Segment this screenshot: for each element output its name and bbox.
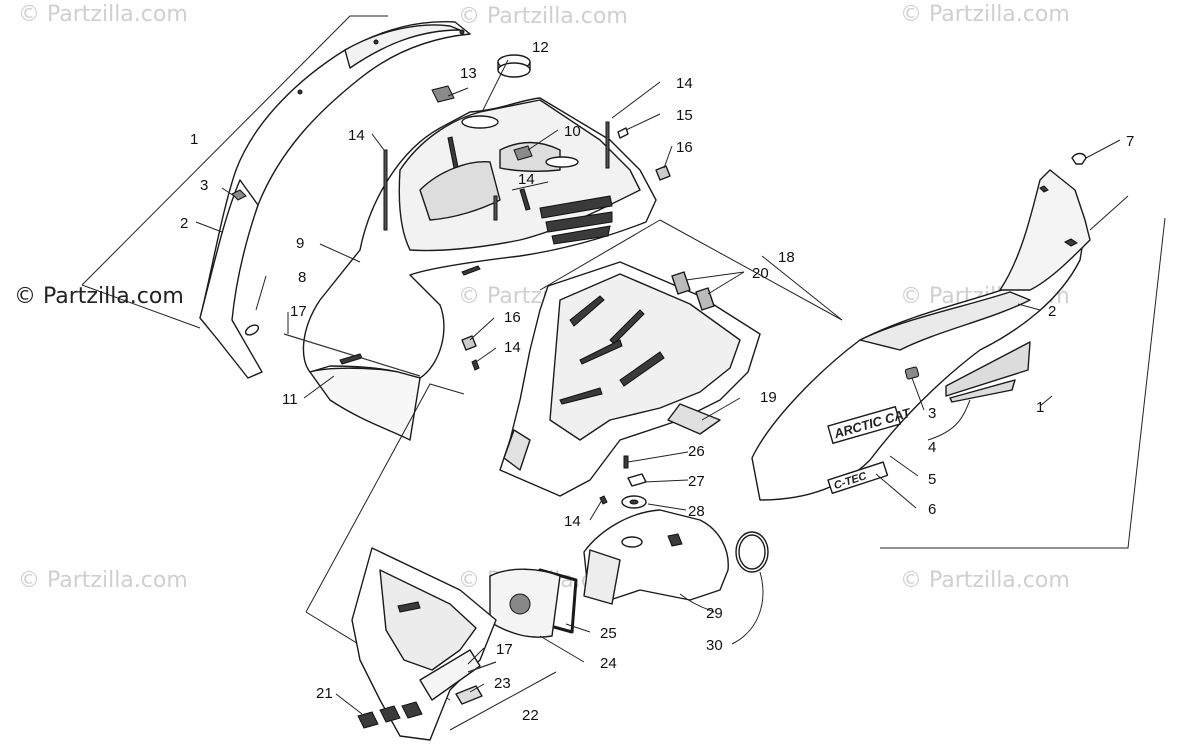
front-hood	[302, 97, 657, 441]
watermark-top-left: © Partzilla.com	[18, 2, 188, 27]
callout-3-left: 3	[200, 177, 208, 194]
callout-2-left: 2	[180, 215, 188, 232]
callout-18: 18	[778, 249, 795, 266]
callout-12: 12	[532, 39, 549, 56]
callout-7: 7	[1126, 133, 1134, 150]
callout-23: 23	[494, 675, 511, 692]
callout-15: 15	[676, 107, 693, 124]
callout-4: 4	[928, 439, 936, 456]
callout-5: 5	[928, 471, 936, 488]
belly-pan	[499, 219, 843, 497]
callout-2-right: 2	[1048, 303, 1056, 320]
callout-11: 11	[282, 391, 298, 408]
callout-17-b: 17	[496, 641, 513, 658]
pad-10	[513, 145, 533, 161]
callout-14-c: 14	[676, 75, 693, 92]
intake-assembly	[489, 455, 769, 638]
callout-3-right: 3	[928, 405, 936, 422]
callout-10: 10	[564, 123, 581, 140]
right-side-panel: ARCTIC CAT C-TEC	[751, 169, 1166, 549]
grommet-12	[497, 54, 531, 78]
callout-14-d: 14	[504, 339, 521, 356]
callout-17-a: 17	[290, 303, 307, 320]
clip-7	[1071, 152, 1087, 165]
watermark-main-left: © Partzilla.com	[14, 284, 184, 309]
callout-14-a: 14	[348, 127, 365, 144]
callout-14-e: 14	[564, 513, 581, 530]
callout-21: 21	[316, 685, 333, 702]
callout-1-left: 1	[190, 131, 198, 148]
callout-25: 25	[600, 625, 617, 642]
callout-16-a: 16	[676, 139, 693, 156]
pad-13	[431, 85, 455, 103]
callout-16-b: 16	[504, 309, 521, 326]
left-side-panel	[81, 15, 471, 379]
callout-30: 30	[706, 637, 723, 654]
callout-22: 22	[522, 707, 539, 724]
callout-26: 26	[688, 443, 705, 460]
watermark-top-center: © Partzilla.com	[458, 4, 628, 29]
watermark-bottom-left: © Partzilla.com	[18, 568, 188, 593]
callout-6: 6	[928, 501, 936, 518]
callouts: 1 3 2 8 17 9 11 13 12 10 14 14 14 15 16 …	[180, 39, 1134, 724]
watermark-top-right: © Partzilla.com	[900, 2, 1070, 27]
callout-14-b: 14	[518, 171, 535, 188]
callout-24: 24	[600, 655, 617, 672]
callout-20: 20	[752, 265, 769, 282]
callout-8: 8	[298, 269, 306, 286]
callout-1-right: 1	[1036, 399, 1044, 416]
callout-19: 19	[760, 389, 777, 406]
leader-lines	[195, 59, 1121, 715]
callout-29: 29	[706, 605, 723, 622]
watermark-bottom-right: © Partzilla.com	[900, 568, 1070, 593]
callout-27: 27	[688, 473, 705, 490]
callout-9: 9	[296, 235, 304, 252]
lower-nose-panel	[305, 383, 557, 741]
callout-28: 28	[688, 503, 705, 520]
screws	[283, 121, 671, 673]
callout-13: 13	[460, 65, 477, 82]
